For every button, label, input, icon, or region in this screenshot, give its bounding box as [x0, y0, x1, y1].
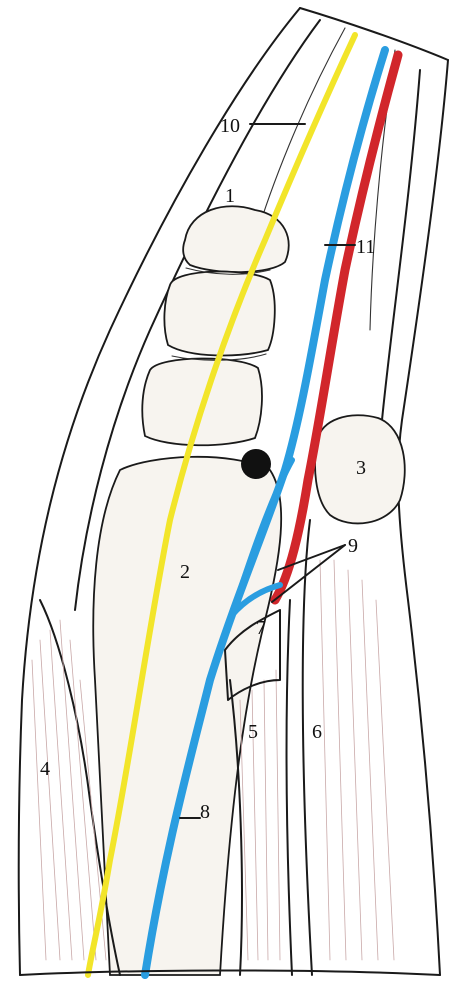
label-9: 9: [348, 535, 358, 557]
carpal-bone-middle: [164, 272, 274, 356]
label-6: 6: [312, 721, 322, 743]
metacarpal-bone: [93, 457, 281, 975]
muscle-6: [303, 520, 394, 975]
marker-dot: [241, 449, 271, 479]
label-11: 11: [356, 236, 375, 258]
skin-top-edge: [300, 8, 448, 60]
fascia-line-3: [255, 28, 345, 240]
label-5: 5: [248, 721, 258, 743]
label-10: 10: [220, 115, 240, 137]
label-8: 8: [200, 801, 210, 823]
label-3: 3: [356, 457, 366, 479]
fascia-line-2: [382, 70, 420, 420]
base-line: [20, 970, 440, 975]
label-4: 4: [40, 758, 50, 780]
skin-outline-right: [398, 60, 448, 975]
label-1: 1: [225, 185, 235, 207]
label-2: 2: [180, 561, 190, 583]
label-7: 7: [256, 617, 266, 639]
